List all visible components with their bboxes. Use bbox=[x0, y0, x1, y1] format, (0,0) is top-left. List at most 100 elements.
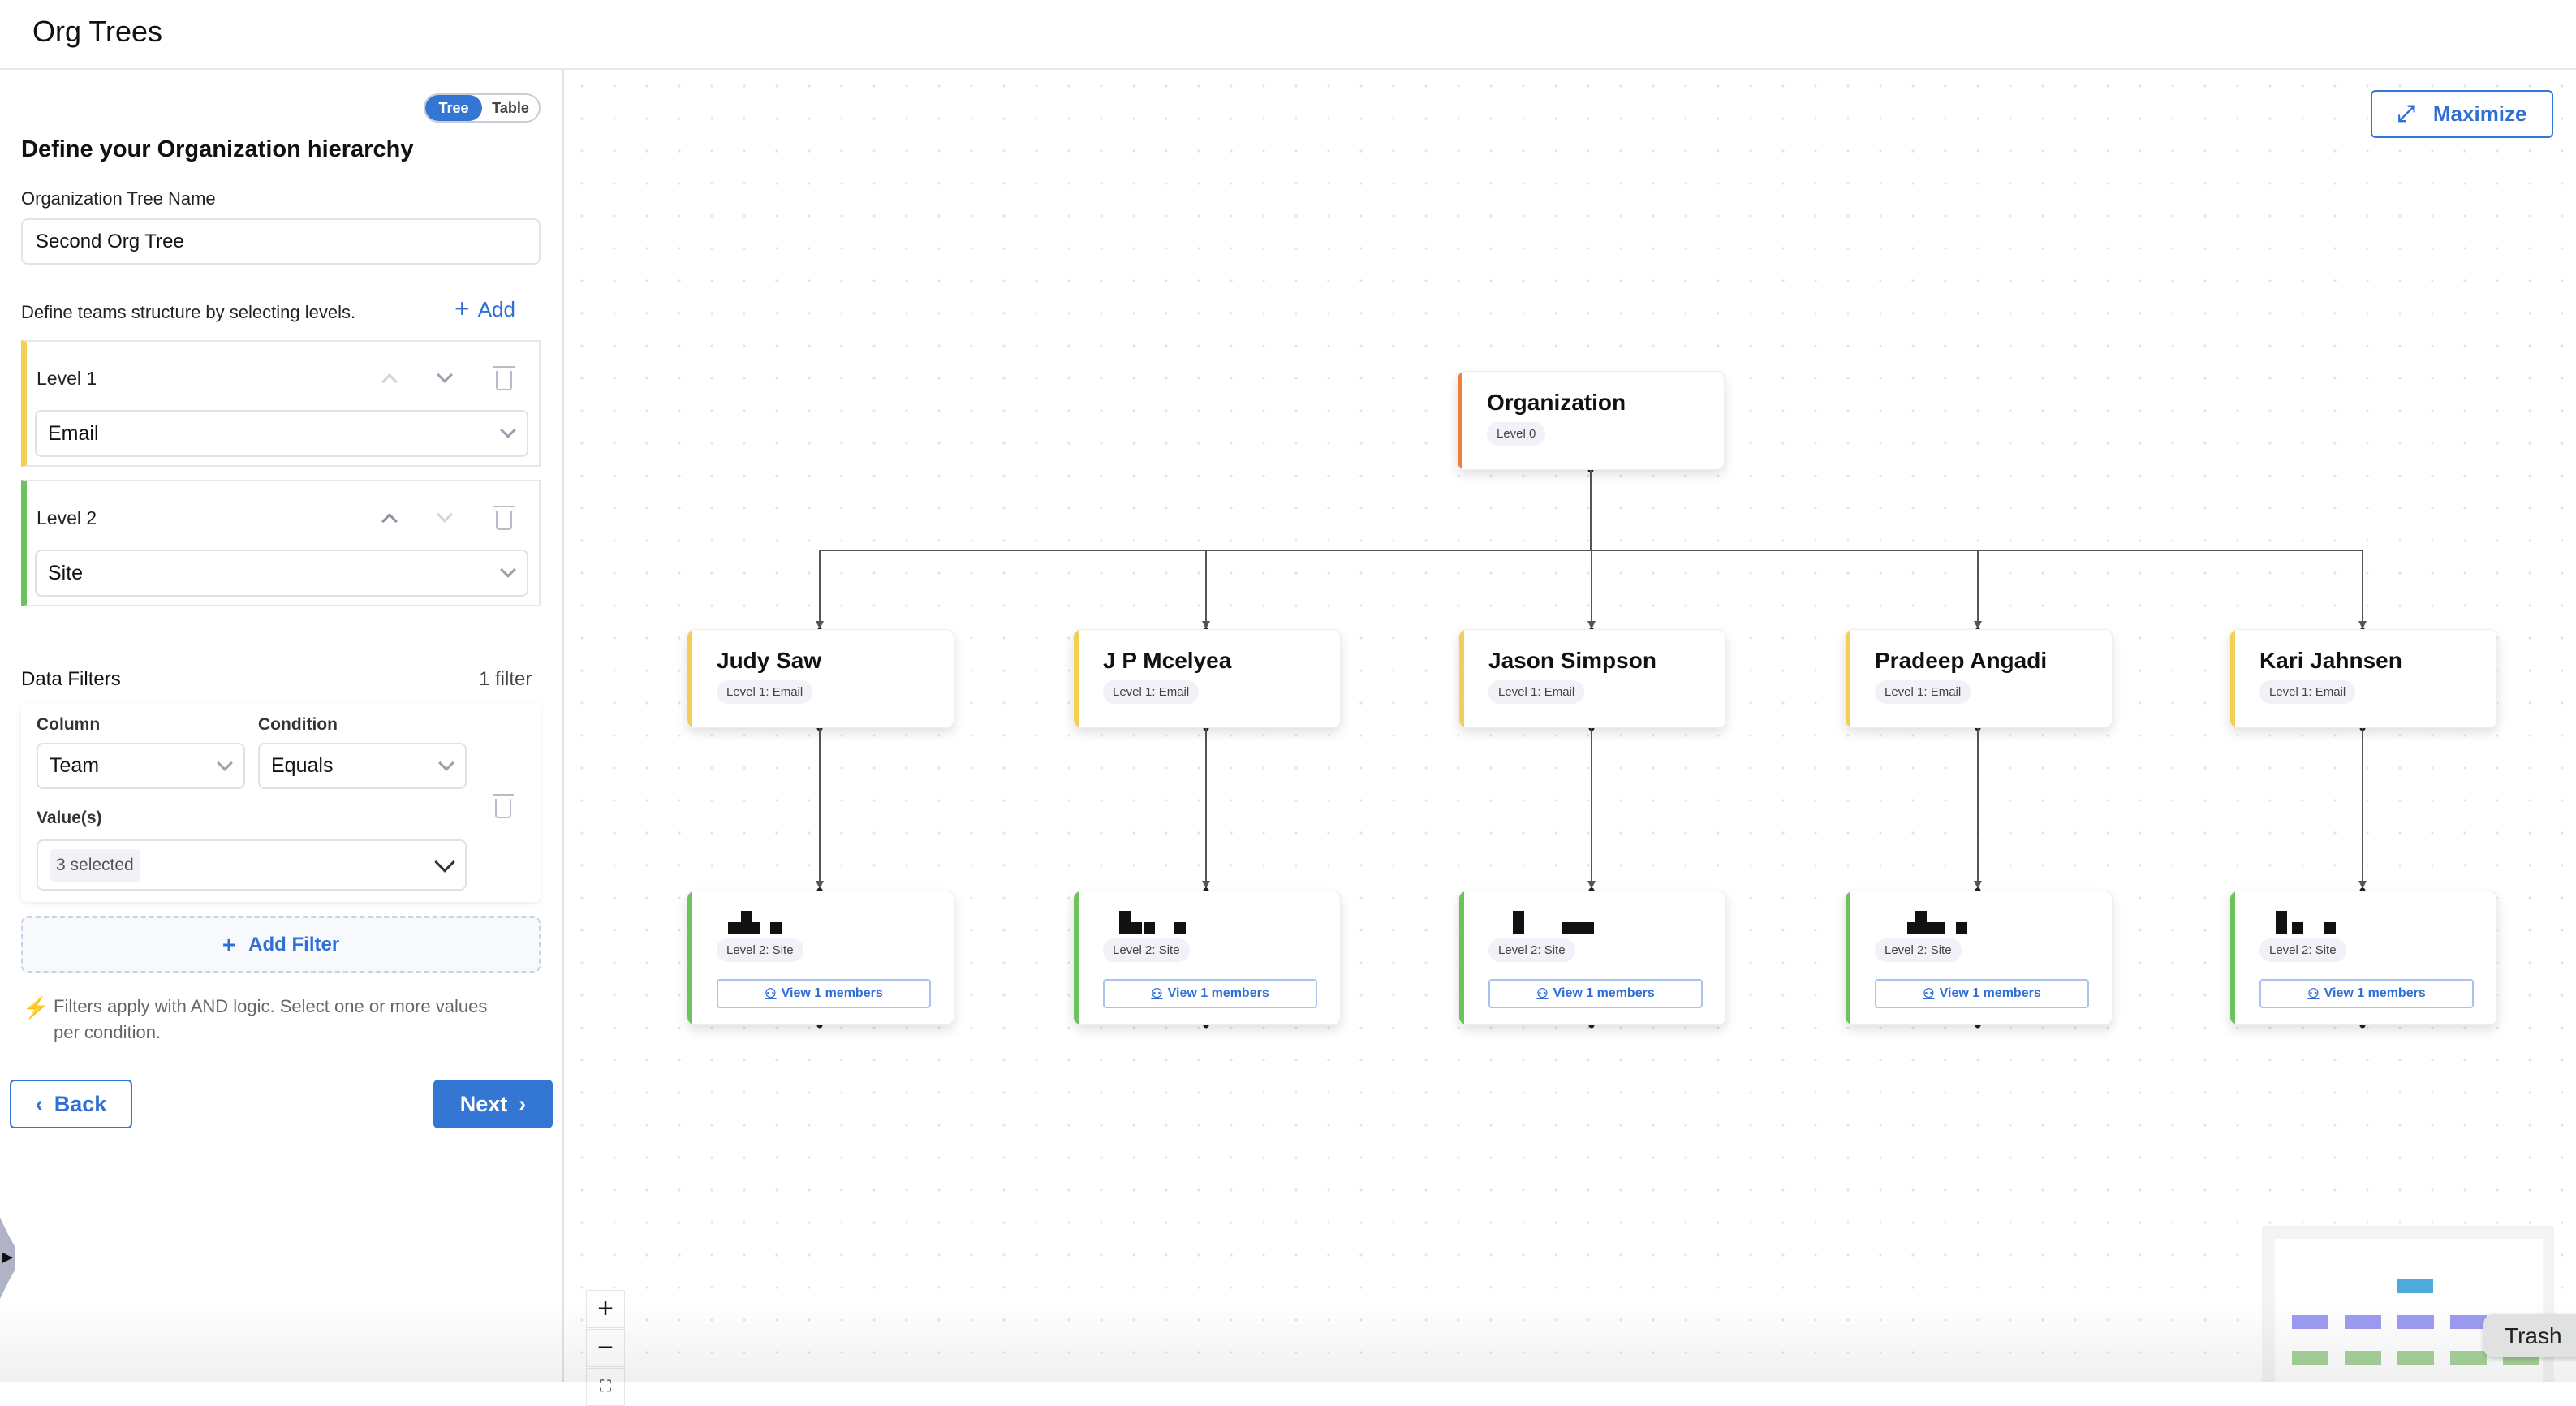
arrow-head bbox=[1974, 621, 1982, 629]
values-label: Value(s) bbox=[37, 809, 102, 827]
condition-label: Condition bbox=[258, 715, 338, 734]
fit-icon: ⛶ bbox=[600, 1378, 611, 1395]
node-level2[interactable]: Level 2: Site⚇View 1 members bbox=[1458, 891, 1726, 1025]
levels-hint: Define teams structure by selecting leve… bbox=[21, 302, 356, 322]
view-members-button[interactable]: ⚇ View 1 members bbox=[2259, 979, 2474, 1008]
level-label: Level 2 bbox=[37, 507, 97, 528]
users-icon: ⚇ bbox=[2307, 987, 2320, 1001]
zoom-in-button[interactable]: + bbox=[586, 1290, 625, 1328]
view-members-button[interactable]: ⚇ View 1 members bbox=[1488, 979, 1703, 1008]
arrow-head bbox=[1587, 621, 1596, 629]
view-toggle[interactable]: Tree Table bbox=[424, 93, 541, 123]
node-name: Organization bbox=[1487, 390, 1626, 415]
level-color-bar bbox=[1074, 891, 1079, 1024]
arrow-head bbox=[816, 881, 824, 889]
arrow-head bbox=[1202, 621, 1210, 629]
toggle-tree[interactable]: Tree bbox=[425, 95, 482, 121]
trash-icon[interactable] bbox=[493, 366, 515, 390]
maximize-label: Maximize bbox=[2432, 101, 2527, 126]
chevron-right-icon: › bbox=[519, 1091, 527, 1116]
view-members-label: View 1 members bbox=[2324, 986, 2426, 1000]
node-name: Judy Saw bbox=[717, 648, 822, 673]
minimap-node-level1 bbox=[2397, 1315, 2434, 1329]
node-name: Kari Jahnsen bbox=[2259, 648, 2402, 673]
level-badge: Level 1: Email bbox=[717, 680, 813, 704]
level-color-bar bbox=[687, 891, 692, 1024]
condition-select[interactable]: Equals bbox=[258, 743, 467, 789]
users-icon: ⚇ bbox=[1923, 987, 1935, 1001]
filter-card: Column Condition Team Equals Value(s) 3 … bbox=[21, 703, 541, 902]
level-color-bar bbox=[1458, 372, 1462, 469]
level-badge: Level 2: Site bbox=[717, 938, 803, 962]
next-button[interactable]: Next › bbox=[433, 1080, 553, 1128]
back-button[interactable]: ‹ Back bbox=[10, 1080, 132, 1128]
level-select[interactable]: Email bbox=[35, 410, 528, 457]
node-level2[interactable]: Level 2: Site ⚇View 1 members bbox=[687, 891, 954, 1025]
node-name: Pradeep Angadi bbox=[1875, 648, 2048, 673]
condition-value: Equals bbox=[271, 754, 334, 777]
node-name: J P Mcelyea bbox=[1103, 648, 1232, 673]
level-value: Email bbox=[48, 421, 99, 445]
zoom-out-button[interactable]: − bbox=[586, 1329, 625, 1367]
delete-filter-icon[interactable] bbox=[493, 794, 514, 818]
redacted-name-block bbox=[1119, 911, 1131, 934]
chevron-left-icon: ‹ bbox=[35, 1091, 43, 1116]
minimap-node-level1 bbox=[2292, 1315, 2328, 1329]
redacted-name-block bbox=[2292, 922, 2303, 934]
view-members-button[interactable]: ⚇View 1 members bbox=[717, 979, 931, 1008]
redacted-name-block bbox=[1562, 922, 1594, 934]
view-members-button[interactable]: ⚇View 1 members bbox=[1875, 979, 2089, 1008]
minimap-node-level2 bbox=[2397, 1351, 2434, 1365]
toggle-table[interactable]: Table bbox=[492, 100, 529, 116]
arrow-head bbox=[1202, 881, 1210, 889]
redacted-name-block bbox=[770, 922, 782, 934]
minimap-node-level1 bbox=[2345, 1315, 2381, 1329]
level-badge: Level 1: Email bbox=[2259, 680, 2356, 704]
arrow-head bbox=[2358, 881, 2367, 889]
view-members-label: View 1 members bbox=[1553, 986, 1655, 1000]
node-level2[interactable]: Level 2: Site⚇View 1 members bbox=[2229, 891, 2497, 1025]
view-members-label: View 1 members bbox=[1167, 986, 1269, 1000]
minimap-node-level2 bbox=[2450, 1351, 2487, 1365]
view-members-button[interactable]: ⚇View 1 members bbox=[1103, 979, 1317, 1008]
page-title: Org Trees bbox=[32, 15, 163, 48]
add-filter-button[interactable]: +Add Filter bbox=[21, 916, 541, 973]
minimap[interactable] bbox=[2262, 1226, 2554, 1382]
node-name: Jason Simpson bbox=[1488, 648, 1656, 673]
redacted-name-block bbox=[1513, 911, 1524, 934]
arrow-head bbox=[816, 621, 824, 629]
values-select[interactable]: 3 selected bbox=[37, 839, 467, 891]
minimap-node-level2 bbox=[2345, 1351, 2381, 1365]
level-color-bar bbox=[1459, 630, 1464, 727]
add-label: Add bbox=[477, 297, 515, 321]
users-icon: ⚇ bbox=[1536, 987, 1549, 1001]
fit-view-button[interactable]: ⛶ bbox=[586, 1368, 625, 1406]
redacted-name-block bbox=[728, 922, 760, 934]
minimap-node-level1 bbox=[2450, 1315, 2487, 1329]
filters-count: 1 filter bbox=[479, 668, 532, 690]
minimap-node-level2 bbox=[2292, 1351, 2328, 1365]
column-value: Team bbox=[50, 754, 100, 777]
level-color-bar bbox=[2230, 891, 2235, 1024]
lightning-icon: ⚡ bbox=[23, 995, 50, 1020]
trash-icon[interactable] bbox=[493, 506, 515, 530]
level-color-bar bbox=[687, 630, 692, 727]
arrow-head bbox=[1974, 881, 1982, 889]
tree-name-input[interactable]: Second Org Tree bbox=[21, 218, 541, 265]
maximize-button[interactable]: ⤢Maximize bbox=[2371, 90, 2553, 138]
column-select[interactable]: Team bbox=[37, 743, 245, 789]
back-label: Back bbox=[54, 1091, 107, 1116]
trash-tooltip: Trash bbox=[2483, 1314, 2576, 1357]
node-level2[interactable]: Level 2: Site⚇View 1 members bbox=[1845, 891, 2113, 1025]
column-label: Column bbox=[37, 715, 101, 734]
level-select[interactable]: Site bbox=[35, 550, 528, 597]
node-level2[interactable]: Level 2: Site⚇View 1 members bbox=[1073, 891, 1341, 1025]
next-label: Next bbox=[459, 1091, 508, 1116]
add-level-button[interactable]: +Add bbox=[454, 295, 515, 322]
